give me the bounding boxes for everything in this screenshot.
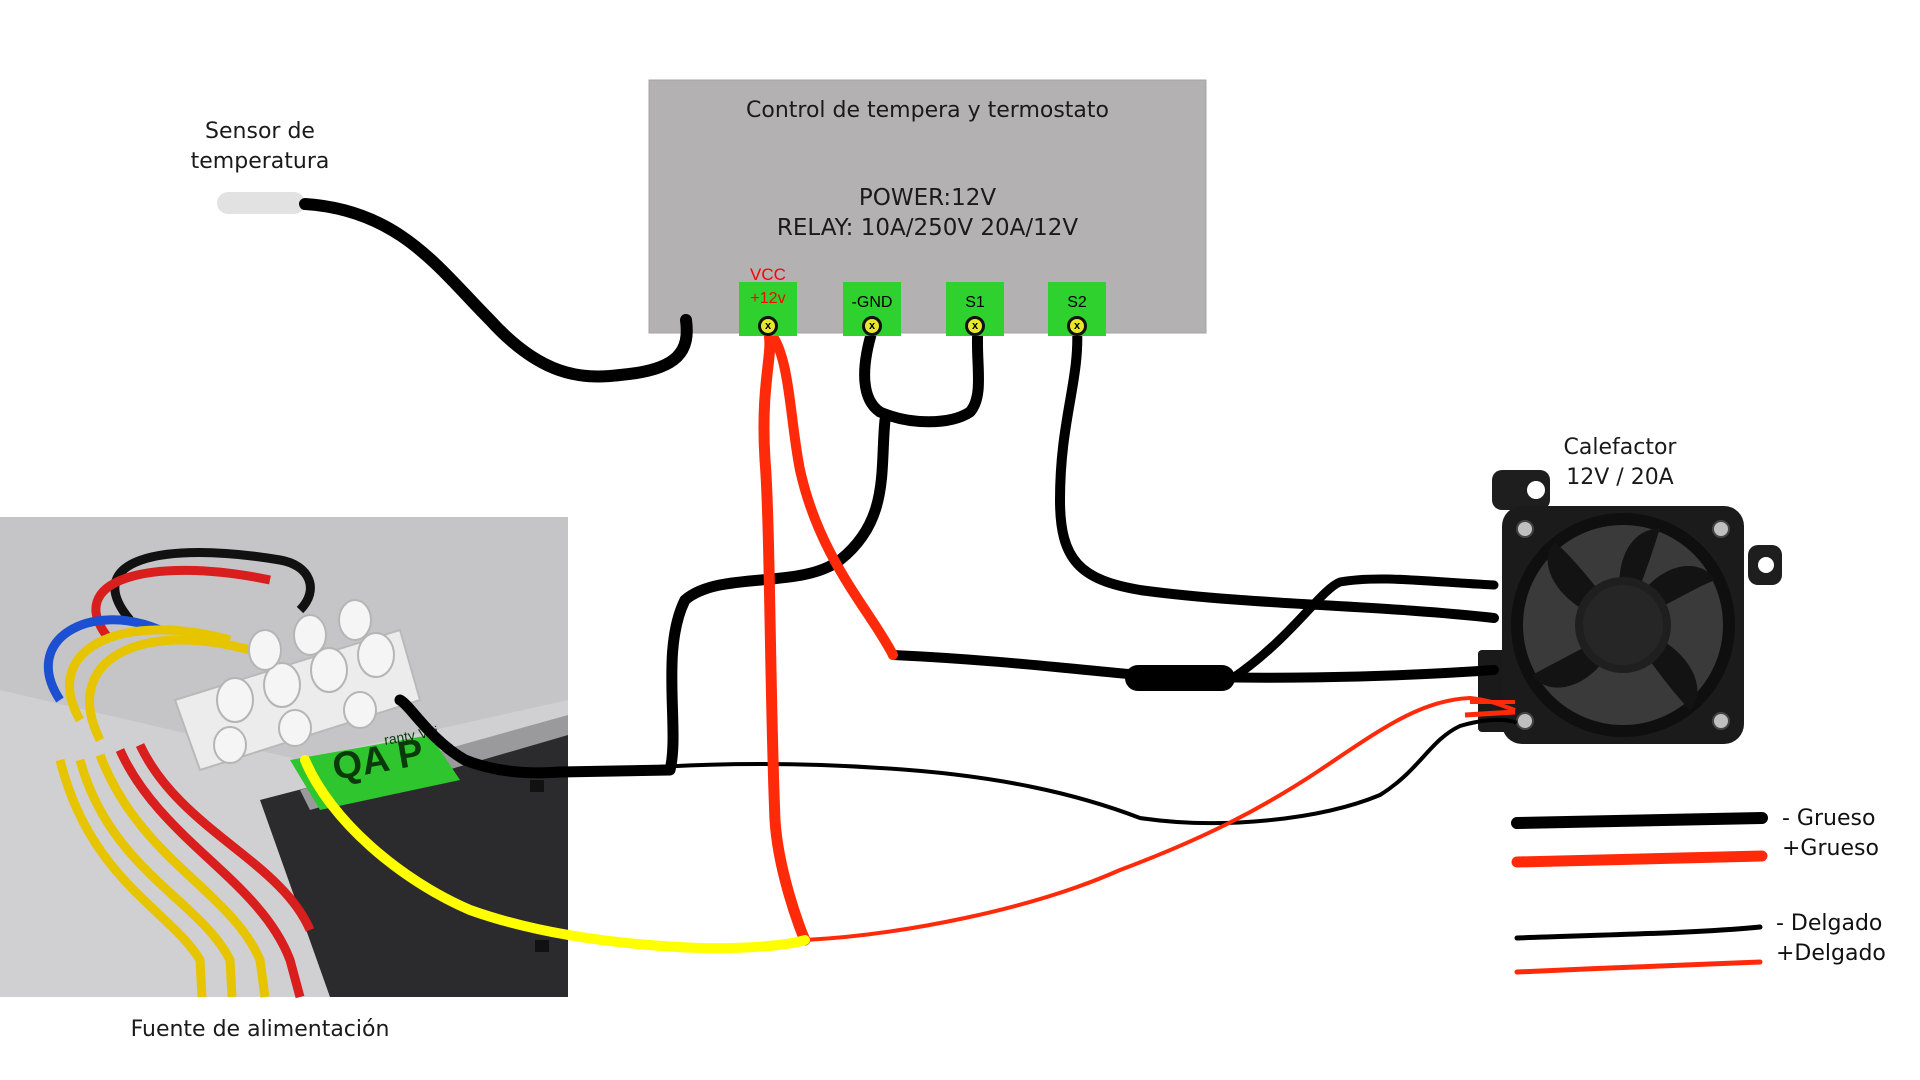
wire-gnd-to-psu (394, 414, 891, 779)
screw-icon: x (758, 316, 778, 336)
terminal-s1-label: S1 (965, 294, 985, 311)
heater-fan-image (1478, 470, 1782, 744)
sensor-label-line2: temperatura (190, 149, 330, 174)
controller-title: Control de tempera y termostato (746, 98, 1109, 123)
psu-sticker (290, 735, 460, 810)
power-supply-image: QA P ranty Voi (0, 517, 568, 999)
heater-label: Calefactor 12V / 20A (1530, 433, 1710, 493)
wire-sensor (299, 198, 693, 383)
legend-lines (1511, 812, 1768, 975)
legend-line-red-thick (1511, 850, 1768, 868)
terminal-vcc[interactable]: +12v x (739, 282, 797, 336)
sensor-label: Sensor de temperatura (170, 117, 350, 177)
wire-splice (1125, 665, 1235, 691)
screw-icon: x (965, 316, 985, 336)
heater-label-line1: Calefactor (1563, 435, 1677, 460)
terminal-vcc-label: +12v (750, 290, 786, 307)
legend-label-black-thin: - Delgado (1776, 911, 1883, 936)
legend-label-red-thick: +Grueso (1782, 836, 1879, 861)
controller-power: POWER:12V (858, 185, 997, 211)
screw-icon: x (862, 316, 882, 336)
sensor-label-line1: Sensor de (205, 119, 315, 144)
wire-heater-black-2 (1225, 574, 1499, 685)
screw-icon: x (1067, 316, 1087, 336)
heater-label-line2: 12V / 20A (1566, 465, 1674, 490)
wire-thin-red-2 (1464, 709, 1516, 718)
wire-red-thick (758, 324, 811, 946)
terminal-s2-label: S2 (1067, 294, 1087, 311)
wire-s2-to-heater (1055, 323, 1499, 623)
psu-label: Fuente de alimentación (130, 1017, 390, 1042)
wire-thin-red (804, 695, 1516, 942)
terminal-gnd-label: -GND (851, 294, 893, 311)
legend-line-black-thin (1514, 924, 1763, 941)
legend-label-black-thick: - Grueso (1782, 806, 1876, 831)
controller-relay: RELAY: 10A/250V 20A/12V (776, 215, 1079, 241)
terminal-vcc-top-label: VCC (750, 265, 786, 284)
terminal-gnd[interactable]: -GND x (843, 282, 901, 336)
terminal-s1[interactable]: S1 x (946, 282, 1004, 336)
terminal-s2[interactable]: S2 x (1048, 282, 1106, 336)
wire-yellow (300, 755, 810, 954)
legend-line-red-thin (1514, 959, 1763, 975)
legend-line-black-thick (1511, 812, 1768, 829)
wire-red-thick-2 (767, 330, 898, 660)
legend-label-red-thin: +Delgado (1776, 941, 1886, 966)
wire-gnd-s1-loop (859, 322, 984, 428)
sensor-probe (217, 192, 305, 214)
